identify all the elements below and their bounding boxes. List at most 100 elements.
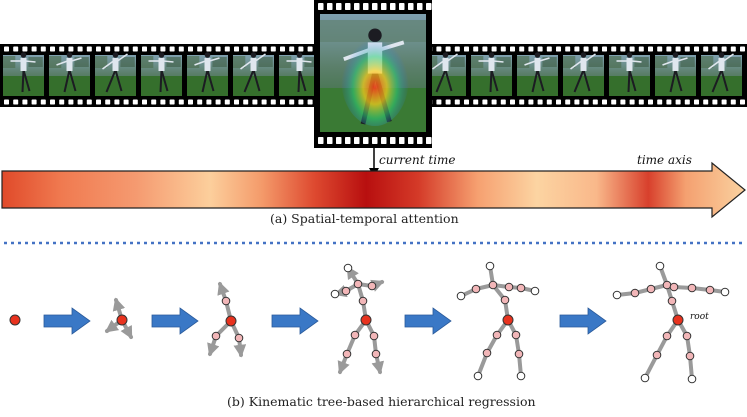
frame-trees [701,56,714,68]
time-axis-arrow [1,161,746,219]
figure-leg [63,69,71,93]
bone [643,353,659,380]
sprocket-hole [426,3,432,10]
sprocket-hole [712,99,718,105]
figure-leg [628,69,637,92]
sprocket-hole [169,99,175,105]
sprocket-hole [399,137,405,144]
joint [456,291,466,301]
frame-trees [95,56,108,68]
sprocket-hole [602,46,607,52]
figure-arm [662,60,674,66]
sprocket-hole [510,99,515,105]
figure-leg [531,69,539,93]
joint [358,296,368,306]
film-frame [655,52,696,96]
sprocket-hole [363,3,369,10]
figure-leg [159,69,163,93]
sprocket-hole [426,137,432,144]
figure-leg [206,69,215,92]
film-frame [279,52,320,96]
figure-arm [631,60,642,63]
sprocket-hole [105,46,111,52]
stage-arrow [271,307,319,335]
sprocket-hole [417,3,423,10]
frame-trees [233,56,246,68]
sprocket-hole [638,46,644,52]
sprocket-hole [694,99,699,105]
sprocket-hole [243,46,249,52]
figure-arm [102,60,114,70]
figure-leg [573,69,585,93]
sprocket-hole [648,46,653,52]
sprocket-hole [4,99,9,105]
figure-leg [105,69,117,93]
sprocket-hole [68,46,74,52]
sprocket-hole [666,99,672,105]
figure-head [626,52,633,58]
sprocket-hole [390,137,396,144]
figure-arm [56,60,68,66]
sprocket-hole [142,99,147,105]
figure-torso [534,58,541,71]
sprocket-hole [354,137,360,144]
sprocket-hole [270,46,276,52]
sprocket-hole [482,46,488,52]
joint [516,283,526,293]
sprocket-hole [408,137,414,144]
sprocket-hole [372,137,378,144]
sprocket-hole [188,99,193,105]
frame-trees [563,56,576,68]
caption-a: (a) Spatial-temporal attention [270,211,459,226]
joint [350,330,360,340]
joint [500,295,510,305]
current-time-label: current time [379,153,456,167]
sprocket-hole [40,99,46,105]
sprocket-hole [372,3,378,10]
figure-arm [585,53,596,62]
sprocket-hole [519,99,525,105]
frame-grass [701,76,742,96]
frame-trees [634,57,649,67]
sprocket-hole [215,46,221,52]
figure-head [158,52,165,58]
frame-trees [187,56,200,68]
joint [682,331,692,341]
figure-leg [627,69,631,93]
sprocket-hole [318,3,324,10]
sprocket-hole [13,46,19,52]
sprocket-hole [105,99,111,105]
figure-leg [160,69,169,92]
sprocket-hole [464,46,469,52]
figure-leg [674,69,683,92]
film-frame [49,52,90,96]
sprocket-hole [574,99,580,105]
figure-leg [582,69,591,92]
sprocket-hole [114,46,120,52]
sprocket-hole [197,99,203,105]
sprocket-hole [712,46,718,52]
joint [504,282,514,292]
joint [211,331,221,341]
joint [492,330,502,340]
sprocket-hole [354,3,360,10]
sprocket-hole [565,46,571,52]
sprocket-hole [345,137,351,144]
sprocket-hole [206,99,212,105]
figure-head [204,52,211,58]
figure-head [580,52,587,58]
sprocket-hole [703,99,709,105]
figure-torso [296,58,303,71]
figure-arm [163,60,174,63]
filmstrip [0,0,747,148]
film-frame [701,52,742,96]
figure-torso [672,58,679,71]
sprocket-hole [31,46,37,52]
figure-arm [240,60,252,70]
figure-leg [22,69,31,92]
figure-leg [252,69,261,92]
joint [669,282,679,292]
sprocket-hole [657,99,663,105]
sprocket-hole [261,46,267,52]
sprocket-hole [169,46,175,52]
